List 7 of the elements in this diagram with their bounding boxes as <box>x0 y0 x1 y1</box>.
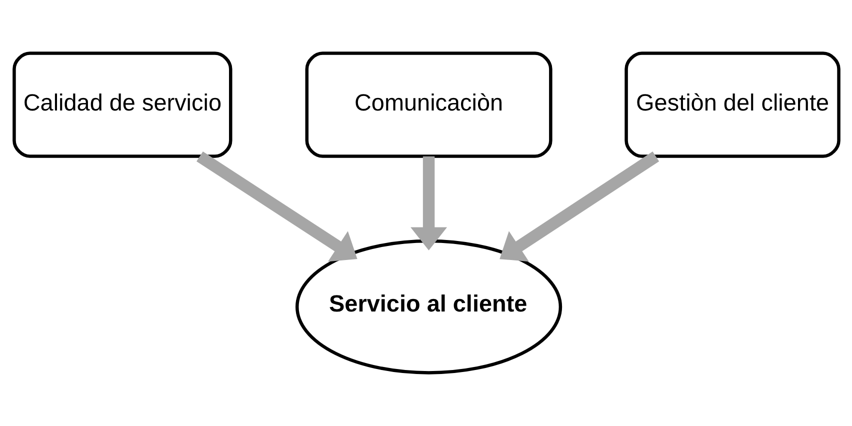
arrow <box>499 152 659 262</box>
node-box: Gestiòn del cliente <box>624 52 840 158</box>
arrow <box>410 156 447 250</box>
node-box: Calidad de servicio <box>12 52 232 158</box>
arrow <box>196 152 357 262</box>
node-ellipse: Servicio al cliente <box>294 239 562 374</box>
node-box: Comunicaciòn <box>304 52 552 158</box>
